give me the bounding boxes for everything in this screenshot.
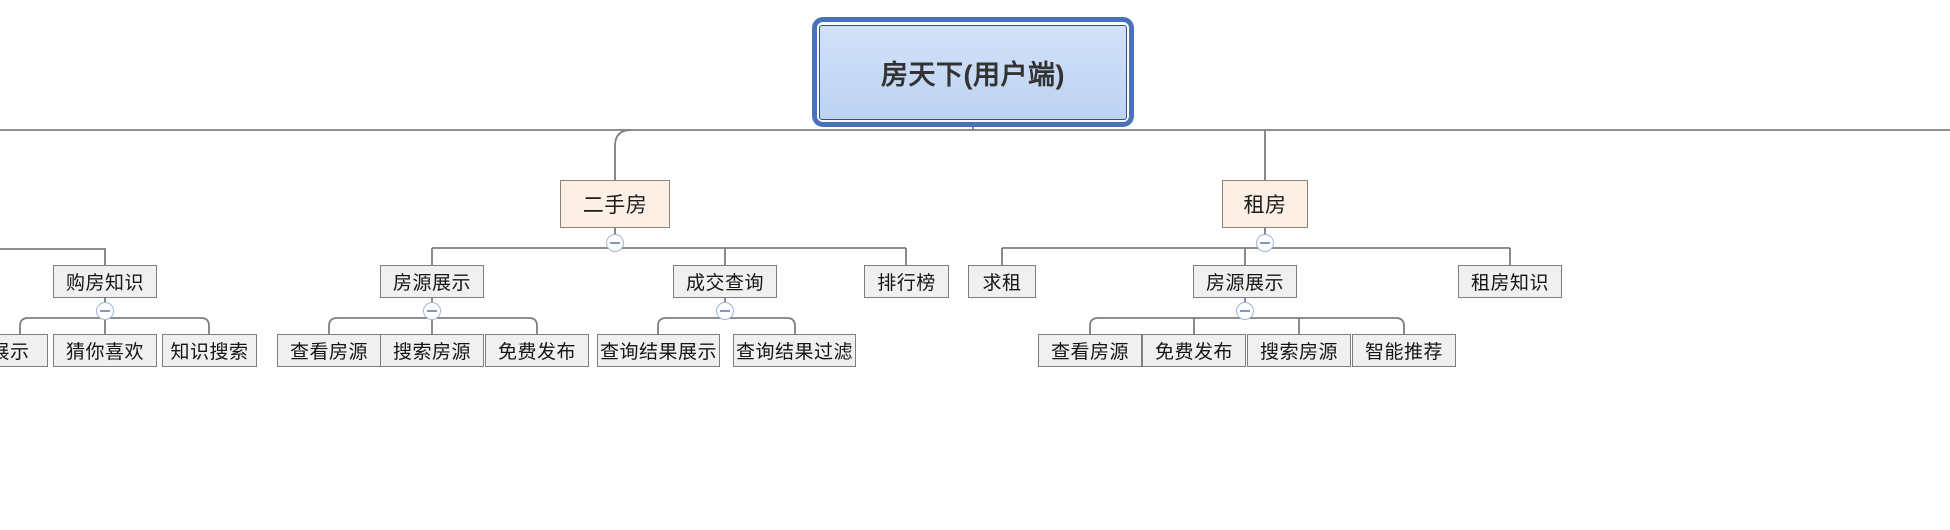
node-mianfeifabu-ershou[interactable]: 免费发布 [485, 334, 589, 367]
collapse-toggle-chengjiaochaxun[interactable] [716, 302, 734, 320]
collapse-toggle-fangyuanzhanshi-zufang[interactable] [1236, 302, 1254, 320]
node-chengjiaochaxun[interactable]: 成交查询 [673, 265, 777, 298]
node-qiuzu[interactable]: 求租 [968, 265, 1036, 298]
node-chaxunjieguoguolv[interactable]: 查询结果过滤 [733, 334, 856, 367]
node-paihangbang[interactable]: 排行榜 [864, 265, 949, 298]
node-fangyuanzhanshi-zufang[interactable]: 房源展示 [1193, 265, 1297, 298]
node-mianfeifabu-zufang[interactable]: 免费发布 [1142, 334, 1246, 367]
link-bus-ershoufang [614, 129, 632, 180]
root-node[interactable]: 房天下(用户端) [819, 25, 1127, 120]
link-goufang-children-bus [19, 317, 210, 334]
node-chakanfangyuan-ershou[interactable]: 查看房源 [277, 334, 381, 367]
node-goufangzhishi[interactable]: 购房知识 [53, 265, 157, 298]
node-zhanshi[interactable]: 展示 [0, 334, 48, 367]
link-left-to-goufang [0, 248, 106, 265]
collapse-toggle-ershoufang[interactable] [606, 234, 624, 252]
node-sousuofangyuan-zufang[interactable]: 搜索房源 [1247, 334, 1351, 367]
link-fangyuan1-children-bus [328, 317, 538, 334]
node-sousuofangyuan-ershou[interactable]: 搜索房源 [380, 334, 484, 367]
link-chengjiao-children-bus [657, 317, 796, 334]
node-fangyuanzhanshi-ershou[interactable]: 房源展示 [380, 265, 484, 298]
node-ershoufang[interactable]: 二手房 [560, 180, 670, 228]
link-fangyuan2-children-bus [1089, 317, 1405, 334]
collapse-toggle-zufang[interactable] [1256, 234, 1274, 252]
node-cainixihuan[interactable]: 猜你喜欢 [53, 334, 157, 367]
collapse-toggle-goufangzhishi[interactable] [96, 302, 114, 320]
node-zhinengtuijian[interactable]: 智能推荐 [1352, 334, 1456, 367]
node-zufang[interactable]: 租房 [1222, 180, 1308, 228]
node-chaxunjieguozhanshi[interactable]: 查询结果展示 [597, 334, 720, 367]
collapse-toggle-fangyuanzhanshi-ershou[interactable] [423, 302, 441, 320]
node-chakanfangyuan-zufang[interactable]: 查看房源 [1038, 334, 1142, 367]
node-zhishisousuo[interactable]: 知识搜索 [162, 334, 257, 367]
node-zufangzhishi[interactable]: 租房知识 [1458, 265, 1562, 298]
